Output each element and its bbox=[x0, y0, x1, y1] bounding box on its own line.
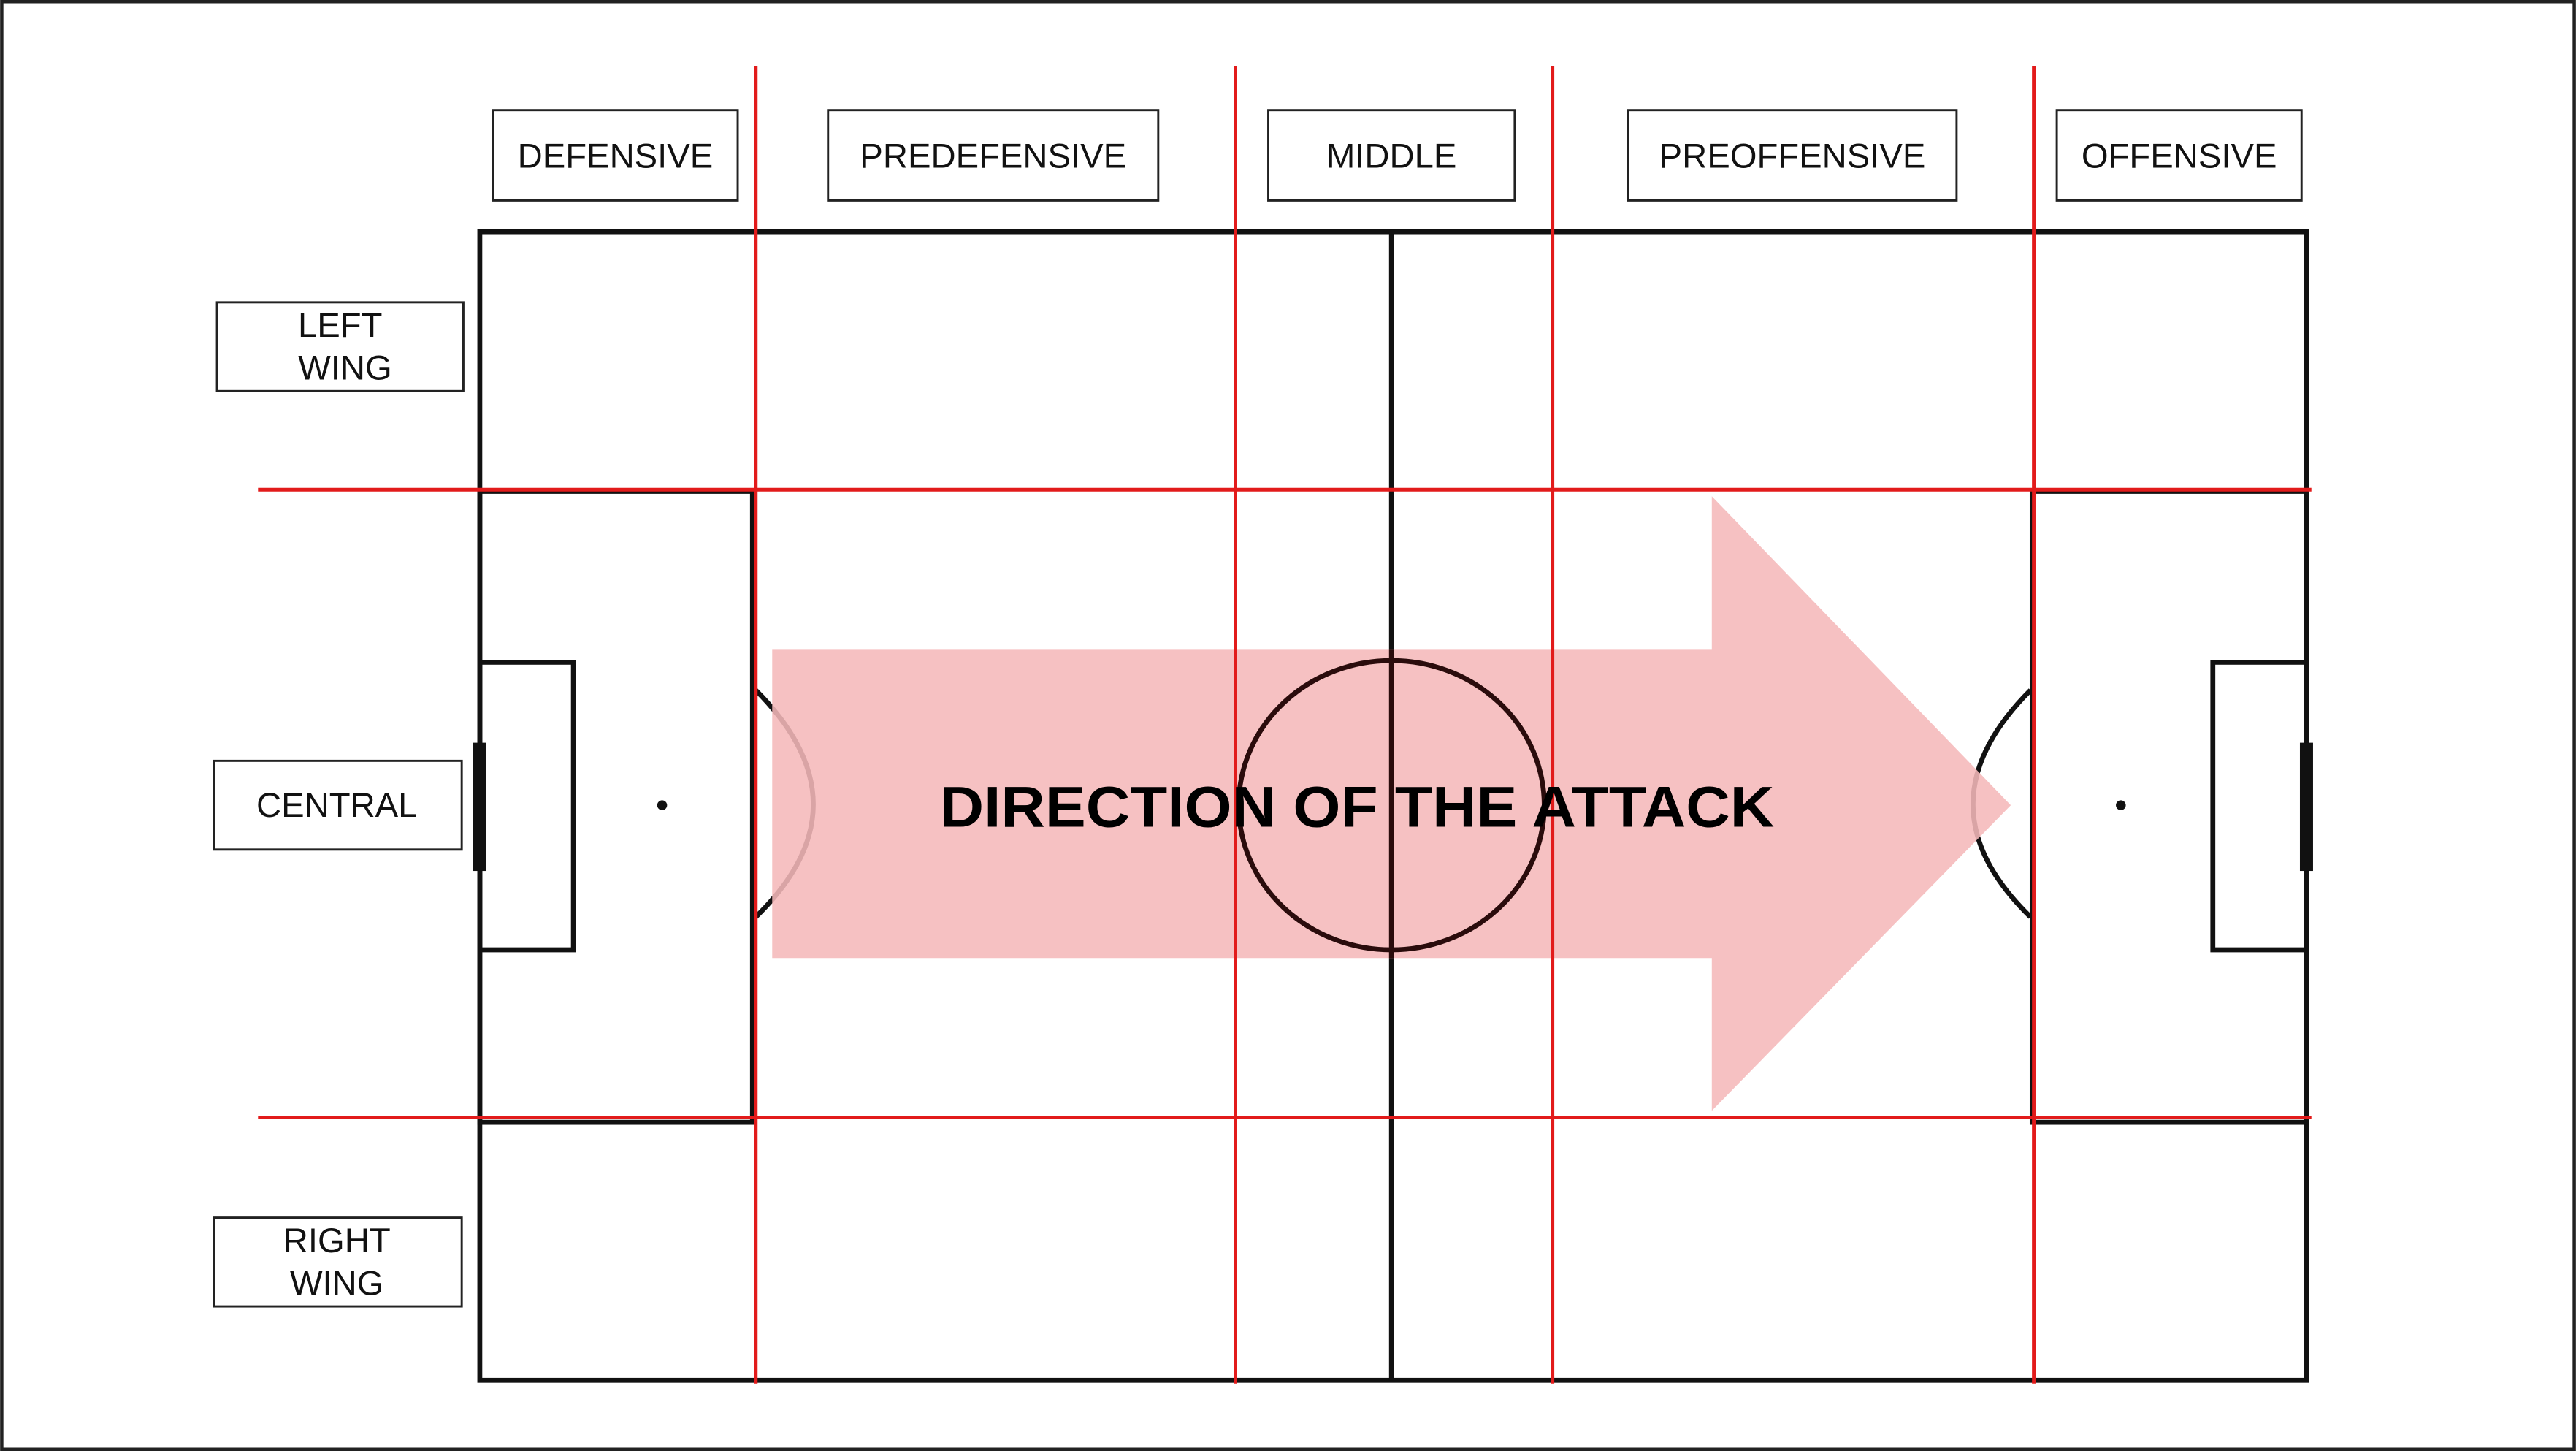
zone-grid bbox=[258, 65, 2312, 1384]
right-penalty-spot bbox=[2116, 800, 2126, 810]
row-label-right-wing-2: WING bbox=[290, 1264, 384, 1303]
column-labels: DEFENSIVE PREDEFENSIVE MIDDLE PREOFFENSI… bbox=[492, 109, 2303, 202]
column-label-preoffensive: PREOFFENSIVE bbox=[1659, 137, 1926, 175]
column-label-offensive: OFFENSIVE bbox=[2082, 137, 2277, 175]
row-label-right-wing-1: RIGHT bbox=[283, 1222, 391, 1260]
row-label-left-wing-1: LEFT bbox=[298, 306, 382, 345]
right-goal bbox=[2299, 742, 2313, 872]
column-label-predefensive: PREDEFENSIVE bbox=[860, 137, 1126, 175]
row-label-left-wing-2: WING bbox=[298, 349, 392, 388]
row-label-central: CENTRAL bbox=[256, 786, 417, 825]
left-penalty-spot bbox=[657, 800, 668, 810]
arrow-label: DIRECTION OF THE ATTACK bbox=[940, 774, 1775, 839]
row-labels: LEFT WING CENTRAL RIGHT WING bbox=[213, 301, 465, 1308]
column-label-middle: MIDDLE bbox=[1326, 137, 1456, 175]
column-label-defensive: DEFENSIVE bbox=[518, 137, 714, 175]
left-goal bbox=[473, 742, 486, 872]
